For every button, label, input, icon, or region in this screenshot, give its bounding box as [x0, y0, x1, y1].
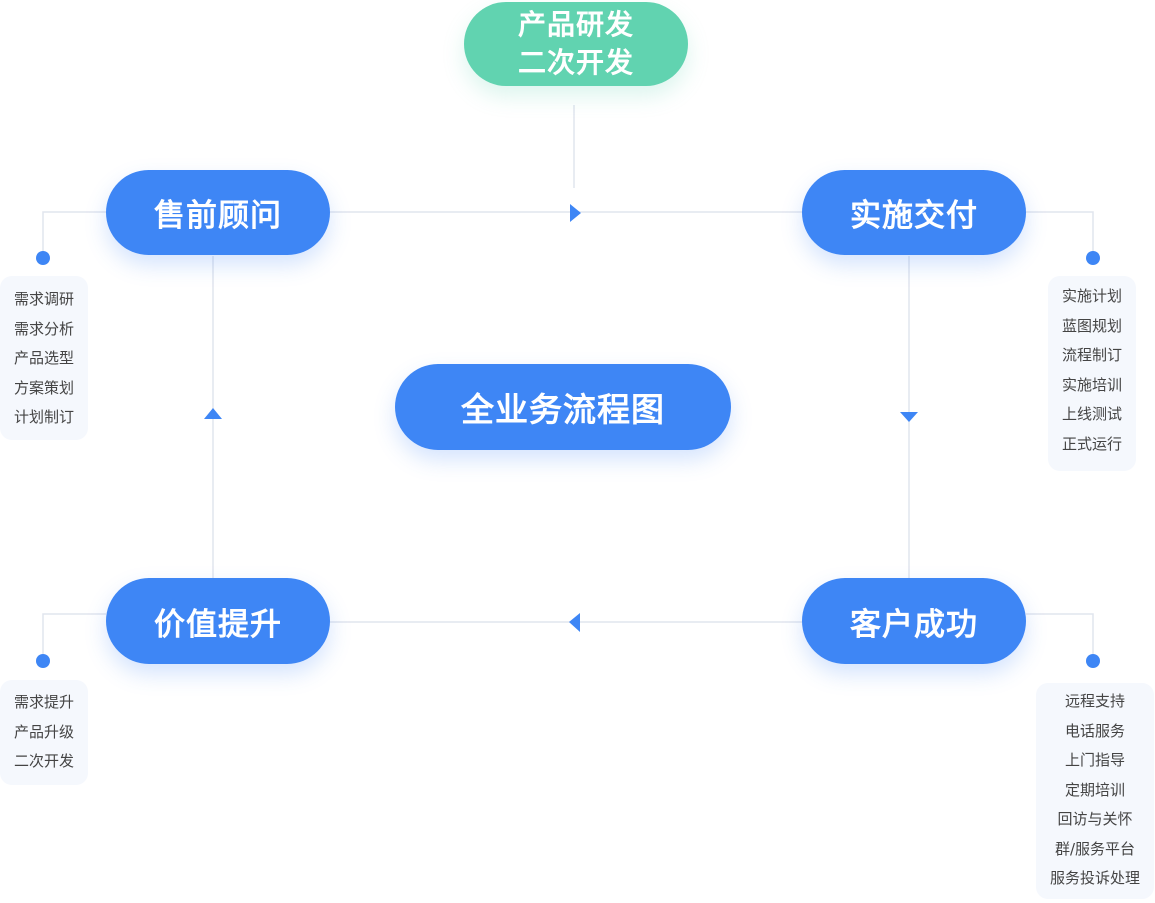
- list-item: 二次开发: [13, 752, 74, 770]
- list-item: 需求提升: [13, 693, 74, 711]
- success-dot: [1086, 654, 1100, 668]
- list-item: 流程制订: [1061, 346, 1122, 364]
- value-dot: [36, 654, 50, 668]
- list-item: 方案策划: [13, 378, 74, 397]
- list-item: 定期培训: [1064, 780, 1125, 799]
- success-list: 远程支持 电话服务 上门指导 定期培训 回访与关怀 群/服务平台 服务投诉处理: [1036, 683, 1154, 899]
- value-list: 需求提升 产品升级 二次开发: [0, 680, 88, 785]
- list-item: 产品选型: [13, 349, 74, 367]
- list-item: 回访与关怀: [1057, 810, 1133, 828]
- list-item: 电话服务: [1064, 721, 1125, 740]
- list-item: 上线测试: [1061, 405, 1122, 423]
- product-dev-node: 产品研发 二次开发: [464, 2, 688, 86]
- success-node: 客户成功: [802, 578, 1026, 664]
- delivery-list: 实施计划 蓝图规划 流程制订 实施培训 上线测试 正式运行: [1048, 276, 1136, 471]
- delivery-node: 实施交付: [802, 170, 1026, 255]
- branch-success: [1026, 613, 1094, 660]
- presales-node: 售前顾问: [106, 170, 330, 255]
- center-title: 全业务流程图: [461, 390, 665, 429]
- branch-presales: [42, 211, 106, 258]
- list-item: 实施计划: [1061, 287, 1122, 305]
- branch-delivery: [1026, 211, 1094, 258]
- presales-list: 需求调研 需求分析 产品选型 方案策划 计划制订: [0, 276, 88, 440]
- list-item: 蓝图规划: [1061, 316, 1122, 335]
- list-item: 需求分析: [13, 319, 74, 338]
- product-dev-line1: 产品研发: [517, 8, 634, 41]
- presales-label: 售前顾问: [154, 198, 282, 234]
- arrow-right-icon: [570, 204, 581, 222]
- value-node: 价值提升: [106, 578, 330, 664]
- branch-value: [42, 613, 106, 660]
- list-item: 产品升级: [13, 722, 74, 741]
- delivery-label: 实施交付: [850, 198, 978, 234]
- arrow-left-icon: [569, 613, 580, 632]
- list-item: 实施培训: [1061, 375, 1122, 394]
- list-item: 需求调研: [13, 290, 74, 308]
- center-title-node: 全业务流程图: [395, 364, 731, 450]
- value-label: 价值提升: [154, 606, 282, 643]
- presales-dot: [36, 251, 50, 265]
- success-label: 客户成功: [850, 606, 978, 643]
- list-item: 计划制订: [13, 408, 74, 426]
- list-item: 群/服务平台: [1054, 839, 1136, 858]
- product-dev-line2: 二次开发: [517, 46, 634, 79]
- list-item: 上门指导: [1064, 751, 1125, 769]
- list-item: 正式运行: [1061, 434, 1122, 453]
- list-item: 服务投诉处理: [1049, 869, 1140, 887]
- arrow-up-icon: [204, 408, 222, 419]
- list-item: 远程支持: [1064, 692, 1125, 710]
- arrow-down-icon: [900, 412, 918, 422]
- delivery-dot: [1086, 251, 1100, 265]
